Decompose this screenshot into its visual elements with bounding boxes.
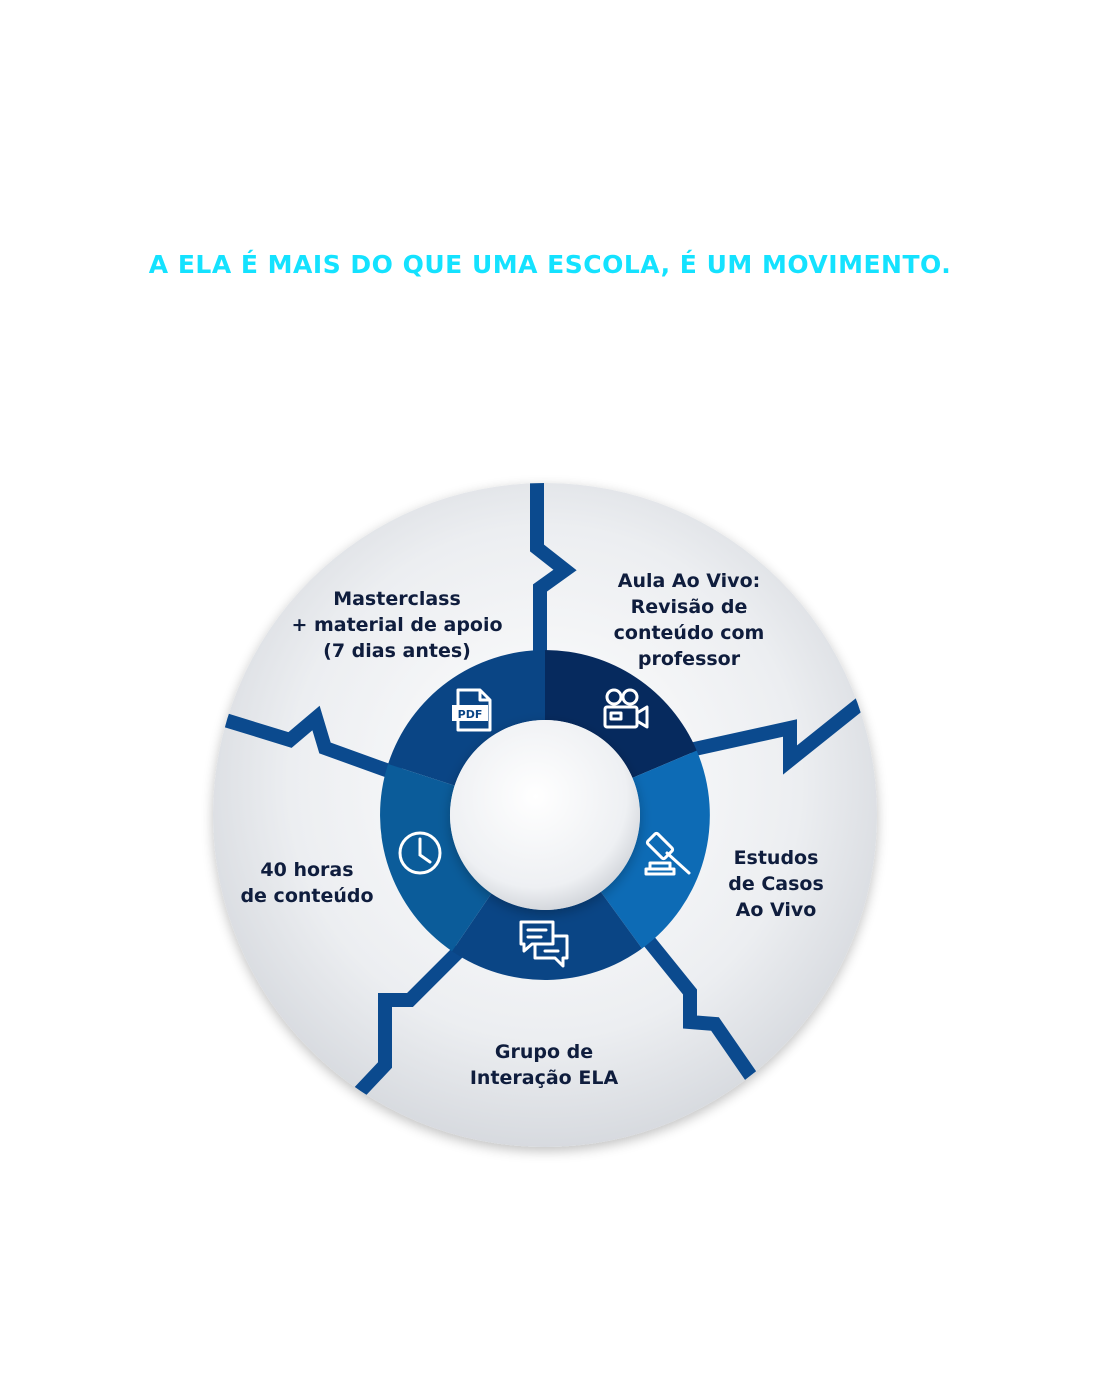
label-masterclass: Masterclass + material de apoio (7 dias … — [291, 588, 503, 662]
video-camera-icon — [603, 688, 649, 729]
pdf-icon-text: PDF — [458, 708, 483, 721]
label-quarenta-horas: 40 horas de conteúdo — [240, 859, 374, 907]
chat-bubbles-icon — [519, 920, 569, 968]
ring-segment-horas — [380, 764, 492, 952]
gavel-icon — [644, 831, 691, 876]
divider-lower-right — [634, 925, 761, 1086]
divider-top — [530, 483, 577, 660]
clock-icon — [398, 831, 442, 875]
label-estudos-de-casos: Estudos de Casos Ao Vivo — [728, 847, 824, 921]
divider-lower-left — [346, 945, 465, 1105]
label-grupo-de-interacao: Grupo de Interação ELA — [469, 1041, 619, 1089]
divider-left — [222, 705, 403, 782]
label-aula-ao-vivo: Aula Ao Vivo: Revisão de conteúdo com pr… — [613, 570, 765, 670]
headline: A ELA É MAIS DO QUE UMA ESCOLA, É UM MOV… — [148, 250, 952, 279]
center-hub — [450, 720, 640, 910]
ring-segment-grupo — [452, 891, 642, 980]
pdf-file-icon: PDF — [452, 688, 492, 732]
